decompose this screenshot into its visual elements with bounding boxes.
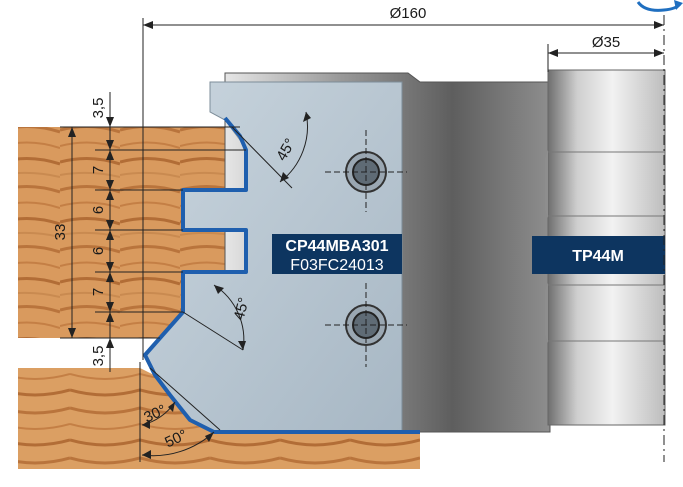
height-label: 7 bbox=[90, 166, 107, 174]
body-label: TP44M bbox=[532, 236, 665, 274]
height-label: 6 bbox=[90, 247, 107, 255]
screw-icon bbox=[325, 283, 407, 367]
knife-label: CP44MBA301 F03FC24013 bbox=[272, 234, 402, 274]
knife-code: CP44MBA301 bbox=[285, 238, 388, 255]
profile-height-dimensions: 3,5 7 6 6 7 3,5 33 bbox=[52, 92, 246, 372]
angle-middle: 45° bbox=[182, 284, 253, 351]
diameter-160-dimension: Ø160 bbox=[142, 5, 664, 360]
outer-diameter-label: Ø160 bbox=[390, 5, 427, 22]
angle-label: 45° bbox=[231, 296, 253, 322]
height-label: 3,5 bbox=[90, 346, 107, 367]
diameter-35-dimension: Ø35 bbox=[547, 34, 664, 72]
upper-workpiece bbox=[18, 127, 246, 338]
total-height-label: 33 bbox=[52, 224, 69, 241]
height-label: 6 bbox=[90, 206, 107, 214]
screw-icon bbox=[325, 130, 407, 212]
bore-diameter-label: Ø35 bbox=[592, 34, 620, 51]
height-label: 3,5 bbox=[90, 98, 107, 119]
height-label: 7 bbox=[90, 288, 107, 296]
rotation-arrow-icon bbox=[636, 0, 683, 12]
knife-serial: F03FC24013 bbox=[290, 257, 383, 274]
body-code: TP44M bbox=[572, 248, 624, 265]
lower-workpiece bbox=[18, 368, 420, 469]
